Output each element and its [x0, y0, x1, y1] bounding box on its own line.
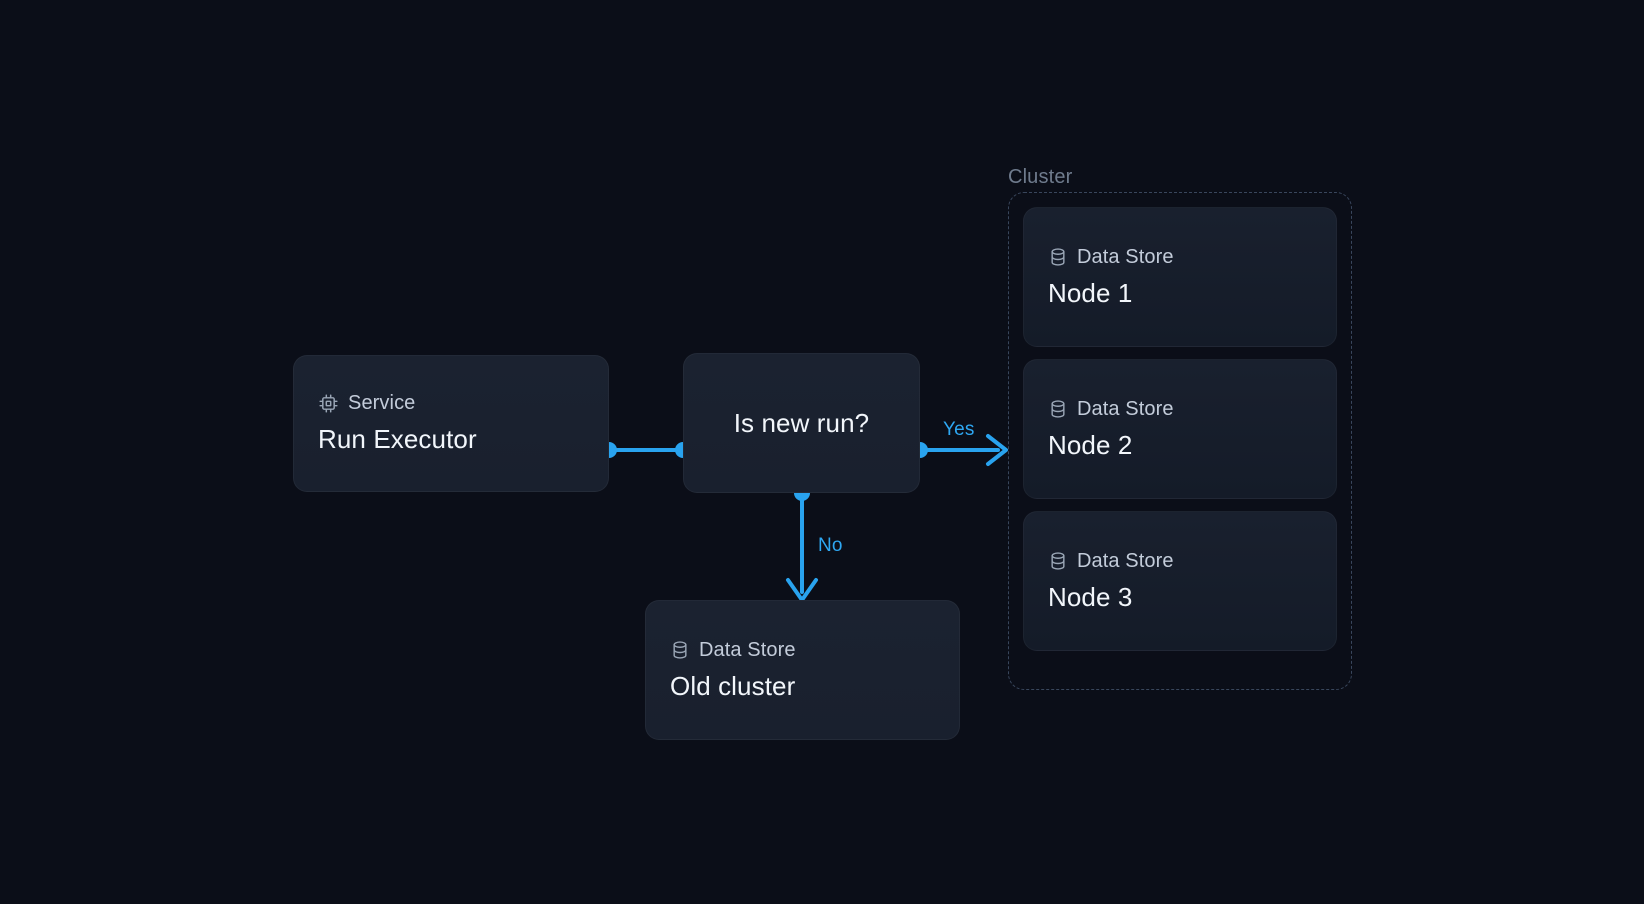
node-title: Old cluster — [670, 670, 796, 701]
node-kind-label: Data Store — [1077, 245, 1174, 268]
database-icon — [1051, 248, 1065, 266]
node-header: Data Store — [1048, 398, 1312, 421]
node-title: Node 2 — [1048, 429, 1133, 460]
node-header: Data Store — [670, 639, 935, 662]
node-header: Data Store — [1048, 246, 1312, 269]
database-icon — [1051, 552, 1065, 570]
node-kind-label: Data Store — [1077, 549, 1174, 572]
node-kind-label: Data Store — [1077, 397, 1174, 420]
database-icon — [673, 641, 687, 659]
node-kind-label: Data Store — [699, 638, 796, 661]
node-header: Data Store — [1048, 550, 1312, 573]
node-cluster-1[interactable]: Data Store Node 2 — [1023, 359, 1337, 499]
node-run-executor[interactable]: Service Run Executor — [293, 355, 609, 492]
cluster-label: Cluster — [1008, 166, 1073, 188]
node-title: Node 1 — [1048, 277, 1133, 308]
database-icon — [1051, 400, 1065, 418]
cpu-icon — [319, 394, 338, 413]
node-kind-label: Service — [348, 392, 416, 414]
node-old-cluster[interactable]: Data Store Old cluster — [645, 600, 960, 740]
edge-label-yes: Yes — [943, 419, 975, 440]
cluster-container — [1008, 192, 1352, 690]
node-cluster-0[interactable]: Data Store Node 1 — [1023, 207, 1337, 347]
node-decision-is-new-run[interactable]: Is new run? — [683, 353, 920, 493]
node-cluster-2[interactable]: Data Store Node 3 — [1023, 511, 1337, 651]
edge-service-to-decision — [601, 442, 691, 458]
edge-label-no: No — [818, 535, 843, 556]
arrowhead-right-icon — [986, 434, 1008, 466]
edge-decision-no — [786, 485, 818, 602]
node-title: Node 3 — [1048, 581, 1133, 612]
arrowhead-down-icon — [786, 578, 818, 602]
decision-label: Is new run? — [733, 407, 870, 438]
node-header: Service — [318, 392, 584, 415]
node-title: Run Executor — [318, 424, 477, 454]
